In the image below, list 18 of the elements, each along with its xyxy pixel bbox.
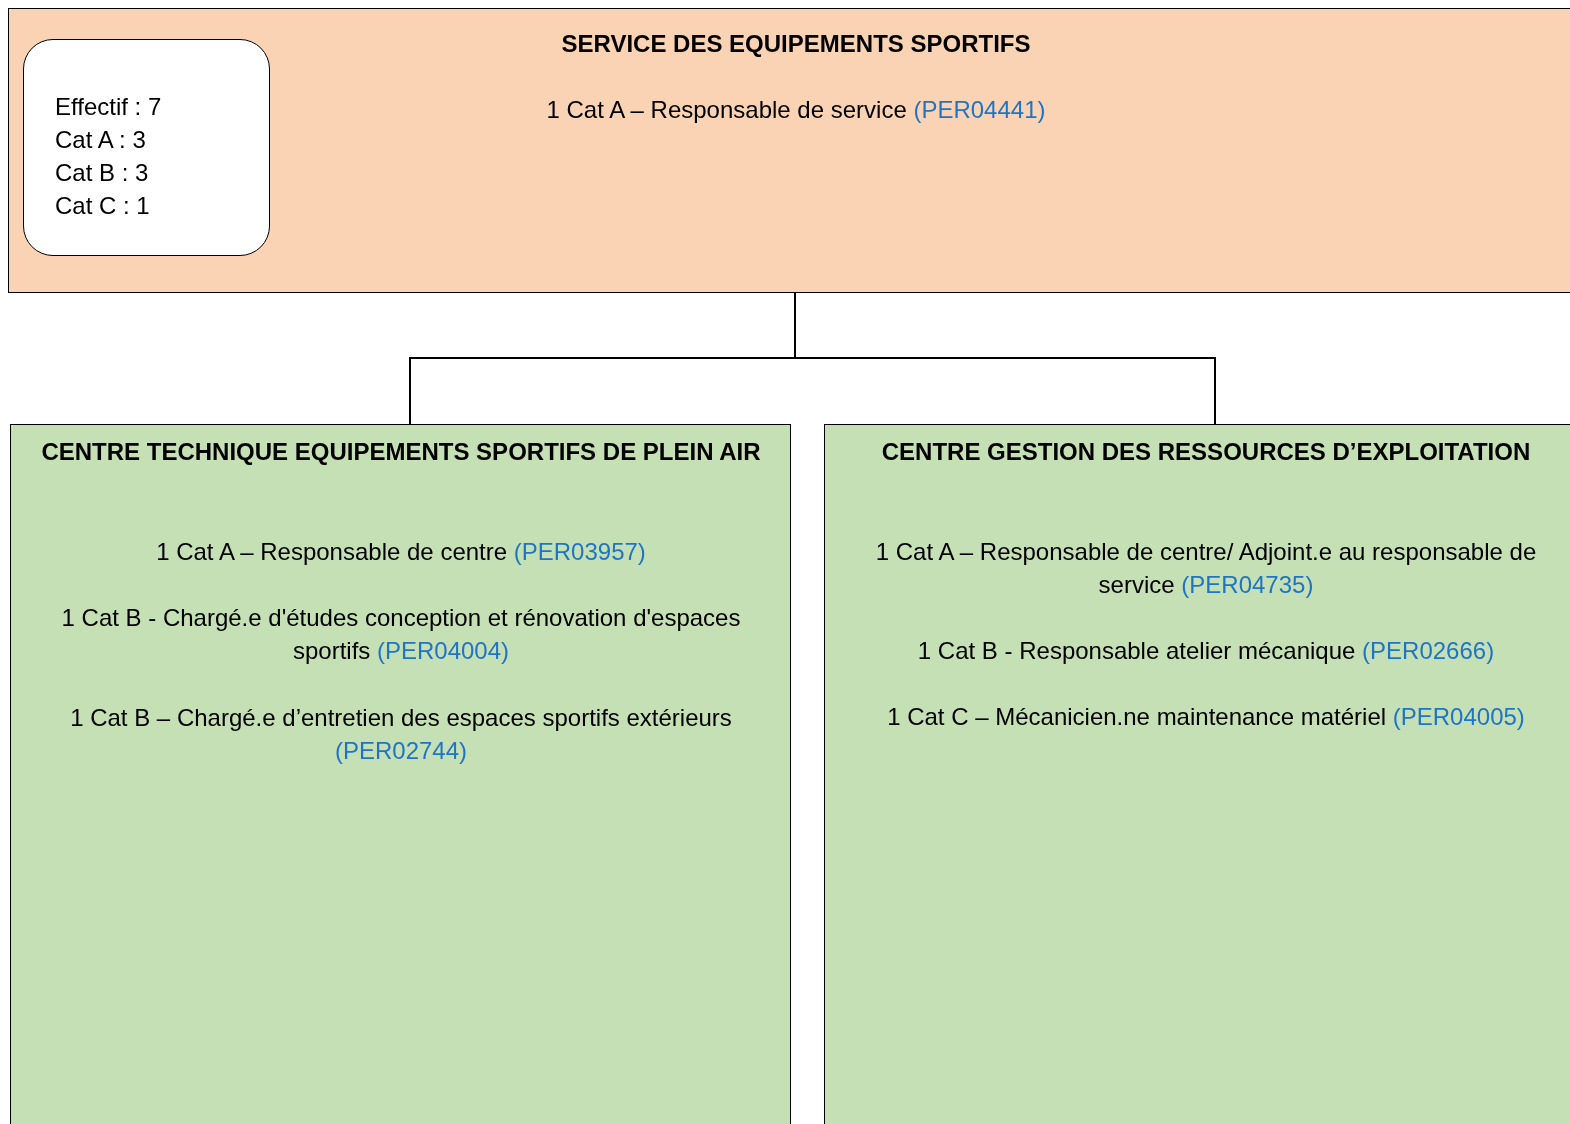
centre-box bbox=[824, 424, 1570, 1124]
post-description: 1 Cat A – Responsable de centre/ Adjoint.e au responsable de service (PER04735) bbox=[874, 537, 1538, 600]
staff-count-box bbox=[23, 39, 270, 256]
staff-count-text: Cat A : 3 bbox=[55, 125, 146, 155]
department-box bbox=[8, 8, 1570, 293]
post-description: 1 Cat A – Responsable de centre (PER03957) bbox=[155, 537, 647, 567]
centre-box bbox=[10, 424, 791, 1124]
post-description: 1 Cat B - Responsable atelier mécanique (PER02666) bbox=[916, 636, 1496, 666]
post-description: 1 Cat B – Chargé.e d’entretien des espaces sportifs extérieurs (PER02744) bbox=[69, 703, 733, 766]
unit-heading: CENTRE GESTION DES RESSOURCES D’EXPLOITATION bbox=[880, 437, 1532, 467]
post-description: 1 Cat C – Mécanicien.ne maintenance matériel (PER04005) bbox=[886, 702, 1526, 732]
unit-heading: CENTRE TECHNIQUE EQUIPEMENTS SPORTIFS DE PLEIN AIR bbox=[41, 437, 761, 467]
staff-count-text: Effectif : 7 bbox=[55, 92, 162, 122]
post-description: 1 Cat B - Chargé.e d'études conception et rénovation d'espaces sportifs (PER04004) bbox=[60, 603, 742, 666]
staff-count-text: Cat B : 3 bbox=[55, 158, 149, 188]
unit-heading: SERVICE DES EQUIPEMENTS SPORTIFS bbox=[560, 29, 1032, 59]
staff-count-text: Cat C : 1 bbox=[55, 191, 150, 221]
post-description: 1 Cat A – Responsable de service (PER04441) bbox=[545, 95, 1047, 125]
